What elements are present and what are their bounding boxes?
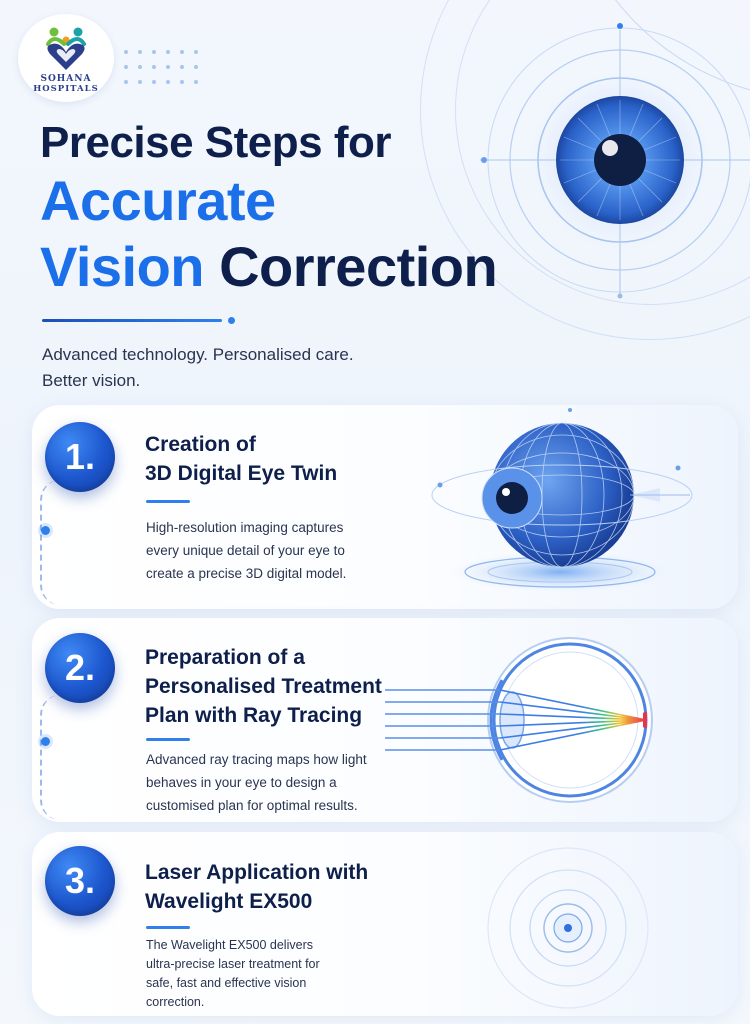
step-desc-line: The Wavelight EX500 delivers bbox=[146, 938, 313, 952]
step-rule bbox=[146, 500, 190, 503]
headline-line3: Vision Correction bbox=[40, 234, 498, 299]
headline-line1: Precise Steps for bbox=[40, 118, 392, 167]
step-connector bbox=[40, 695, 60, 820]
step-title-line: Laser Application with bbox=[145, 861, 369, 884]
step-desc-line: safe, fast and effective vision bbox=[146, 976, 307, 990]
step-title-line: Personalised Treatment bbox=[145, 675, 382, 698]
step-rule bbox=[146, 738, 190, 741]
subtitle: Advanced technology. Personalised care. … bbox=[42, 342, 402, 394]
step-description: Advanced ray tracing maps how light beha… bbox=[146, 748, 367, 817]
step-title-line: Creation of bbox=[145, 433, 256, 456]
step-card-3 bbox=[32, 832, 738, 1016]
step-title-line: Wavelight EX500 bbox=[145, 890, 313, 913]
step-description: The Wavelight EX500 delivers ultra-preci… bbox=[146, 936, 320, 1012]
step-number-badge: 1. bbox=[45, 422, 115, 492]
step-title-line: 3D Digital Eye Twin bbox=[145, 462, 338, 485]
hero-eye-target-icon bbox=[480, 23, 750, 299]
step-desc-line: High-resolution imaging captures bbox=[146, 520, 344, 535]
subtitle-line2: Better vision. bbox=[42, 371, 141, 390]
step-desc-line: every unique detail of your eye to bbox=[146, 543, 345, 558]
step-rule bbox=[146, 926, 190, 929]
headline-underline-dot bbox=[228, 317, 235, 324]
headline-line2: Accurate bbox=[40, 169, 276, 232]
step-number-badge: 3. bbox=[45, 846, 115, 916]
step-title-line: Preparation of a bbox=[145, 646, 305, 669]
step-desc-line: Advanced ray tracing maps how light bbox=[146, 752, 367, 767]
step-desc-line: ultra-precise laser treatment for bbox=[146, 957, 320, 971]
hospital-logo: SOHANA HOSPITALS bbox=[18, 14, 114, 102]
logo-name-line1: SOHANA bbox=[40, 74, 92, 84]
step-connector bbox=[40, 480, 60, 605]
step-desc-line: customised plan for optimal results. bbox=[146, 798, 358, 813]
step-title: Laser Application with Wavelight EX500 bbox=[145, 858, 405, 916]
subtitle-line1: Advanced technology. Personalised care. bbox=[42, 345, 354, 364]
step-title: Creation of 3D Digital Eye Twin bbox=[145, 430, 405, 488]
headline-underline bbox=[42, 319, 222, 322]
headline-line3-vision: Vision bbox=[40, 235, 205, 298]
step-title: Preparation of a Personalised Treatment … bbox=[145, 643, 405, 730]
step-connector-dot bbox=[41, 737, 50, 746]
family-heart-logo-icon bbox=[46, 27, 86, 70]
step-title-line: Plan with Ray Tracing bbox=[145, 704, 363, 727]
logo-name-line2: HOSPITALS bbox=[33, 84, 99, 94]
ray-tracing-eye-cross-section-icon bbox=[385, 637, 653, 803]
step-desc-line: behaves in your eye to design a bbox=[146, 775, 337, 790]
headline-line3-correction: Correction bbox=[204, 235, 498, 298]
3d-wireframe-eye-icon bbox=[431, 408, 693, 592]
step-description: High-resolution imaging captures every u… bbox=[146, 516, 346, 585]
step-desc-line: create a precise 3D digital model. bbox=[146, 566, 347, 581]
laser-target-rings-icon bbox=[487, 835, 649, 1009]
step-connector-dot bbox=[41, 526, 50, 535]
step-number-badge: 2. bbox=[45, 633, 115, 703]
step-desc-line: correction. bbox=[146, 995, 205, 1009]
